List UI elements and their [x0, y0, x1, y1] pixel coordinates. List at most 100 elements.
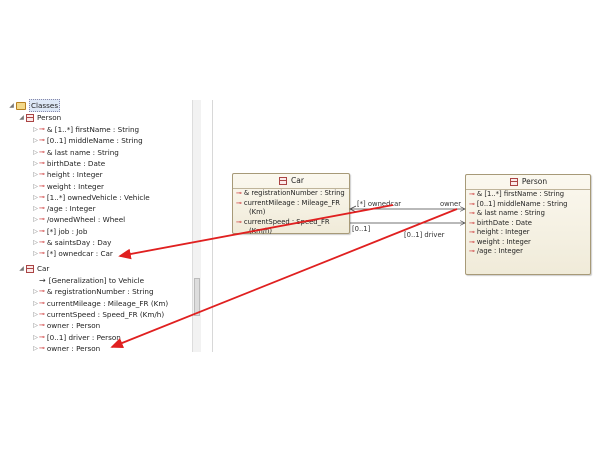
expand-icon[interactable]: ▷: [33, 159, 38, 167]
attribute-row[interactable]: ⊸[0..1] middleName : String: [466, 200, 590, 210]
tree-label: & saintsDay : Day: [46, 238, 112, 247]
panel-divider: [212, 100, 213, 352]
collapse-icon[interactable]: ◢: [19, 114, 24, 121]
attribute-icon: ⊸: [39, 147, 45, 156]
tree-label: owner : Person: [46, 321, 101, 331]
attribute-icon: ⊸: [39, 332, 45, 341]
tree-item-attribute[interactable]: ▷⊸/age : Integer: [32, 203, 96, 214]
attribute-icon: ⊸: [236, 217, 242, 226]
tree-item-attribute[interactable]: ▷⊸birthDate : Date: [32, 158, 105, 169]
attribute-icon: ⊸: [39, 125, 45, 133]
tree-item-attribute[interactable]: ▷⊸[0..1] driver : Person: [32, 332, 121, 343]
attribute-icon: ⊸: [469, 190, 475, 198]
attribute-row[interactable]: ⊸height : Integer: [466, 228, 590, 238]
expand-icon[interactable]: ▷: [33, 299, 38, 307]
tree-scrollbar[interactable]: [192, 100, 201, 352]
attribute-label: currentMileage : Mileage_FR: [243, 198, 341, 207]
tree-item-person[interactable]: ◢ Person: [18, 112, 61, 123]
attribute-row[interactable]: ⊸/age : Integer: [466, 247, 590, 257]
expand-icon[interactable]: ▷: [33, 126, 38, 133]
tree-item-attribute[interactable]: ▷⊸height : Integer: [32, 169, 103, 180]
annotation-arrow-ownedcar: [118, 204, 394, 260]
tree-label: height : Integer: [46, 170, 103, 180]
attribute-row[interactable]: ⊸& last name : String: [466, 209, 590, 219]
expand-icon[interactable]: ▷: [33, 227, 38, 235]
attribute-label: [0..1] middleName : String: [476, 199, 568, 208]
expand-icon[interactable]: ▷: [33, 322, 38, 330]
scrollbar-thumb[interactable]: [194, 278, 200, 316]
tree-item-attribute[interactable]: ▷⊸[*] job : Job: [32, 226, 87, 237]
attribute-label: & [1..*] firstName : String: [476, 190, 565, 198]
attribute-icon: ⊸: [469, 247, 475, 255]
expand-icon[interactable]: ▷: [33, 171, 38, 179]
edge-label-owner: owner: [440, 200, 462, 208]
expand-icon[interactable]: ▷: [33, 137, 38, 145]
attribute-row[interactable]: ⊸currentSpeed : Speed_FR: [233, 218, 349, 228]
tree-label: [Generalization] to Vehicle: [48, 276, 145, 285]
tree-item-attribute[interactable]: ▷⊸owner : Person: [32, 320, 100, 331]
tree-item-attribute[interactable]: ▷⊸[0..1] middleName : String: [32, 135, 142, 146]
expand-icon[interactable]: ▷: [33, 310, 38, 318]
attribute-icon: ⊸: [39, 136, 45, 145]
attribute-icon: ⊸: [39, 215, 45, 224]
attribute-icon: ⊸: [39, 309, 45, 318]
tree-item-attribute[interactable]: ▷⊸[1..*] ownedVehicle : Vehicle: [32, 192, 150, 203]
tree-label: /age : Integer: [46, 204, 96, 214]
attribute-row[interactable]: ⊸currentMileage : Mileage_FR: [233, 199, 349, 209]
attribute-icon: ⊸: [39, 343, 45, 352]
expand-icon[interactable]: ▷: [33, 344, 38, 352]
tree-item-car[interactable]: ◢ Car: [18, 263, 49, 274]
tree-label: [*] ownedcar : Car: [46, 249, 113, 259]
attribute-label: currentSpeed : Speed_FR: [243, 217, 330, 226]
attribute-row[interactable]: ⊸& [1..*] firstName : String: [466, 190, 590, 200]
expand-icon[interactable]: ▷: [33, 216, 38, 224]
tree-item-attribute[interactable]: ▷⊸owner : Person: [32, 343, 100, 354]
attribute-icon: ⊸: [39, 249, 45, 258]
expand-icon[interactable]: ▷: [33, 333, 38, 341]
collapse-icon[interactable]: ◢: [9, 102, 14, 109]
tree-item-attribute[interactable]: ▷⊸weight : Integer: [32, 181, 104, 192]
tree-label: [1..*] ownedVehicle : Vehicle: [46, 192, 150, 202]
class-name: Car: [291, 176, 304, 185]
tree-item-attribute[interactable]: ▷⊸& last name : String: [32, 147, 119, 158]
attribute-icon: ⊸: [469, 228, 475, 236]
tree-item-attribute[interactable]: ▷⊸& registrationNumber : String: [32, 286, 153, 297]
tree-item-attribute[interactable]: ▷⊸currentSpeed : Speed_FR (Km/h): [32, 309, 164, 320]
attribute-icon: ⊸: [39, 204, 45, 213]
expand-icon[interactable]: ▷: [33, 239, 38, 246]
expand-icon[interactable]: ▷: [33, 148, 38, 156]
attribute-label: & registrationNumber : String: [243, 189, 345, 197]
attribute-icon: ⊸: [39, 238, 45, 246]
attribute-label: height : Integer: [476, 228, 530, 236]
attribute-icon: ⊸: [469, 218, 475, 227]
expand-icon[interactable]: ▷: [33, 182, 38, 190]
tree-label: currentMileage : Mileage_FR (Km): [46, 298, 169, 308]
expand-icon[interactable]: ▷: [33, 250, 38, 258]
edge-label-multiplicity: [0..1]: [352, 225, 371, 233]
person-class-box[interactable]: Person ⊸& [1..*] firstName : String⊸[0..…: [465, 174, 591, 275]
tree-item-attribute[interactable]: ▷⊸currentMileage : Mileage_FR (Km): [32, 298, 168, 309]
attribute-row[interactable]: ⊸& registrationNumber : String: [233, 189, 349, 199]
tree-item-classes[interactable]: ◢ Classes: [8, 99, 61, 112]
class-icon: [279, 177, 288, 185]
tree-item-attribute[interactable]: ▷⊸& saintsDay : Day: [32, 237, 111, 248]
tree-item-attribute[interactable]: ▷⊸[*] ownedcar : Car: [32, 248, 113, 259]
tree-item-attribute[interactable]: ▷⊸& [1..*] firstName : String: [32, 124, 139, 135]
attribute-label: /age : Integer: [476, 247, 523, 255]
edge-label-driver: [0..1] driver: [404, 231, 445, 239]
tree-label: & last name : String: [46, 147, 119, 157]
class-icon: [26, 113, 34, 122]
expand-icon[interactable]: ▷: [33, 288, 38, 296]
tree-item-attribute[interactable]: ▷⊸/ownedWheel : Wheel: [32, 214, 125, 225]
expand-icon[interactable]: ▷: [33, 205, 38, 213]
collapse-icon[interactable]: ◢: [19, 265, 24, 272]
attribute-row[interactable]: ⊸birthDate : Date: [466, 219, 590, 229]
attribute-row[interactable]: ⊸weight : Integer: [466, 238, 590, 248]
tree-item-generalization[interactable]: →[Generalization] to Vehicle: [32, 275, 144, 286]
generalization-icon: →: [39, 276, 46, 285]
attribute-icon: ⊸: [39, 321, 45, 330]
class-icon: [509, 178, 518, 186]
attribute-icon: ⊸: [39, 158, 45, 167]
expand-icon[interactable]: ▷: [33, 193, 38, 201]
attribute-icon: ⊸: [39, 287, 45, 296]
